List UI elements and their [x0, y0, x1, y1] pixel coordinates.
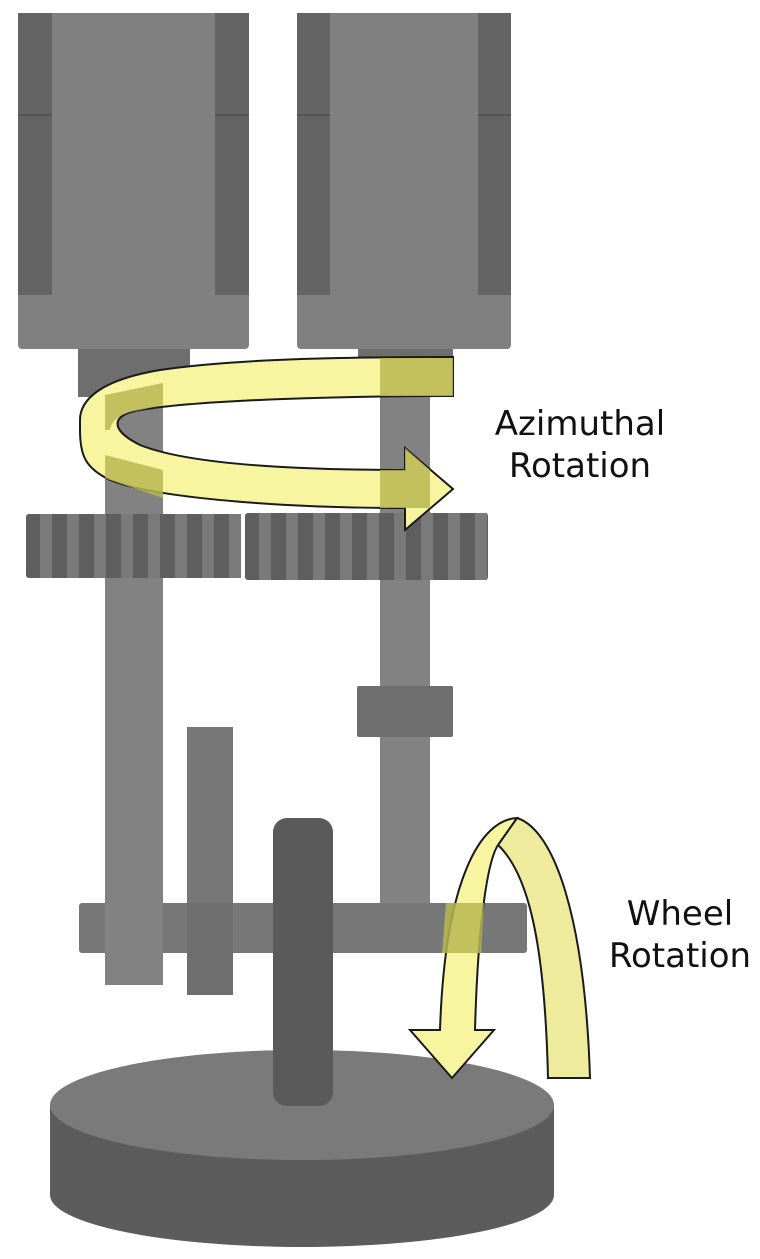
- left-shaft-front: [105, 903, 163, 985]
- right-shaft-coupler: [357, 686, 453, 737]
- right-motor-body: [297, 13, 511, 349]
- middle-rod-front: [187, 903, 233, 995]
- gear-tooth: [421, 513, 433, 580]
- right-motor: [297, 13, 511, 371]
- left-motor-body: [18, 13, 249, 349]
- wheel-arrow-overlap: [442, 903, 484, 953]
- gear-tooth: [148, 514, 160, 578]
- gear-tooth: [340, 513, 352, 580]
- gear-tooth: [202, 514, 214, 578]
- gear-tooth: [94, 514, 106, 578]
- left-motor: [18, 13, 249, 397]
- gear-tooth: [475, 513, 487, 580]
- gear-tooth: [67, 514, 79, 578]
- gear-tooth: [259, 513, 271, 580]
- azimuthal-arrow-overlap: [105, 383, 163, 430]
- gear-tooth: [394, 513, 406, 580]
- wheel-axle: [273, 818, 333, 1106]
- wheel: [50, 1050, 554, 1247]
- wheel-label-line1: Wheel: [626, 894, 734, 934]
- wheel-label-line2: Rotation: [608, 936, 752, 976]
- wheel-rotation-arrow: [407, 816, 592, 1080]
- right-gear: [245, 513, 488, 580]
- gear-tooth: [121, 514, 133, 578]
- left-gear: [26, 514, 241, 578]
- gear-tooth: [175, 514, 187, 578]
- left-motor-stripe-left: [18, 13, 52, 295]
- wheel-rotation-label: Wheel Rotation: [595, 893, 760, 977]
- azimuthal-rotation-label: Azimuthal Rotation: [470, 403, 690, 487]
- azimuthal-arrow-overlap: [380, 448, 430, 508]
- azimuthal-label-line1: Azimuthal: [494, 404, 666, 444]
- left-motor-stripe-right: [215, 13, 249, 295]
- gear-tooth: [448, 513, 460, 580]
- gear-tooth: [286, 513, 298, 580]
- azimuthal-arrow-overlap: [105, 455, 163, 498]
- gear-tooth: [229, 514, 241, 578]
- azimuthal-arrow-band: [79, 355, 455, 533]
- azimuthal-label-line2: Rotation: [508, 446, 652, 486]
- gear-tooth: [313, 513, 325, 580]
- azimuthal-rotation-arrow: [79, 355, 455, 533]
- gear-pair: [26, 513, 488, 580]
- wheel-arrow-back: [496, 816, 592, 1079]
- right-motor-stripe-left: [297, 13, 330, 295]
- gear-tooth: [40, 514, 52, 578]
- gear-tooth: [367, 513, 379, 580]
- right-motor-stripe-right: [478, 13, 511, 295]
- azimuthal-arrow-overlap: [380, 358, 453, 396]
